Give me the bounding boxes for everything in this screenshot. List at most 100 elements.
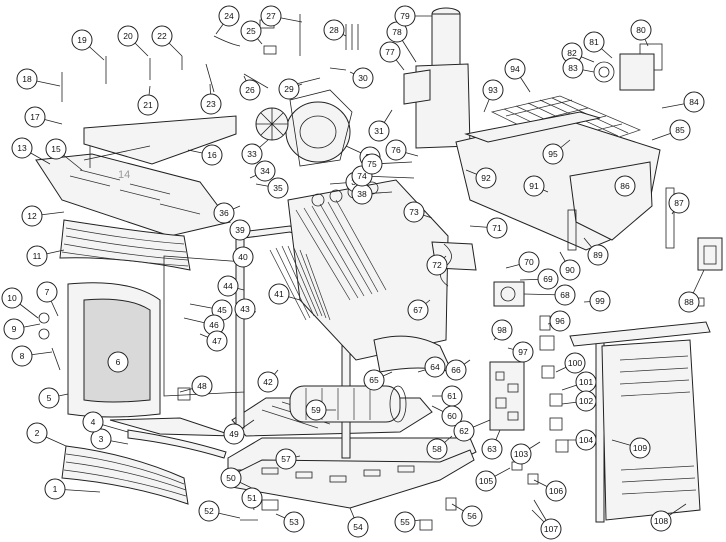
callout-circle-15 (45, 138, 67, 160)
callout-circle-86 (614, 175, 636, 197)
callout-number-100: 100 (568, 358, 582, 368)
callout-circle-102 (575, 390, 597, 412)
callout-40: 40 (232, 246, 254, 268)
callout-18: 18 (16, 68, 38, 90)
callout-number-109: 109 (633, 443, 647, 453)
callout-circle-6 (107, 351, 129, 373)
callout-number-79: 79 (400, 11, 410, 21)
callout-59: 59 (305, 399, 327, 421)
part-drawings (35, 7, 723, 531)
callout-48: 48 (191, 375, 213, 397)
callout-number-60: 60 (447, 411, 457, 421)
callout-33: 33 (241, 143, 263, 165)
callout-circle-108 (650, 510, 672, 532)
callout-number-4: 4 (91, 417, 96, 427)
callout-circle-83 (562, 57, 584, 79)
callout-circle-69 (537, 268, 559, 290)
callout-52: 52 (198, 500, 220, 522)
callout-13: 13 (11, 137, 33, 159)
callout-circle-41 (268, 283, 290, 305)
callout-number-22: 22 (157, 31, 167, 41)
callout-19: 19 (71, 29, 93, 51)
callout-number-95: 95 (548, 149, 558, 159)
callout-22: 22 (151, 25, 173, 47)
callout-67: 67 (407, 299, 429, 321)
callout-number-42: 42 (263, 377, 273, 387)
callout-39: 39 (229, 219, 251, 241)
door-glass (83, 298, 151, 403)
callout-circle-89 (587, 244, 609, 266)
callout-number-61: 61 (447, 391, 457, 401)
callout-10: 10 (1, 287, 23, 309)
callout-number-66: 66 (451, 365, 461, 375)
callout-number-55: 55 (400, 517, 410, 527)
callout-number-49: 49 (229, 429, 239, 439)
callout-number-24: 24 (224, 11, 234, 21)
callout-number-96: 96 (555, 316, 565, 326)
callout-68: 68 (554, 284, 576, 306)
callout-circle-31 (368, 120, 390, 142)
callout-circle-56 (461, 505, 483, 527)
control-board (489, 361, 525, 431)
callout-30: 30 (352, 67, 374, 89)
callout-number-28: 28 (329, 25, 339, 35)
callout-number-82: 82 (567, 48, 577, 58)
callout-number-71: 71 (492, 223, 502, 233)
callout-number-84: 84 (689, 97, 699, 107)
callout-circle-28 (323, 19, 345, 41)
callout-3: 3 (90, 428, 112, 450)
callout-number-7: 7 (45, 287, 50, 297)
callout-circle-100 (564, 352, 586, 374)
callout-circle-81 (583, 31, 605, 53)
callout-circle-9 (3, 318, 25, 340)
callout-90: 90 (559, 259, 581, 281)
callout-number-17: 17 (30, 112, 40, 122)
callout-number-2: 2 (35, 428, 40, 438)
callout-number-53: 53 (289, 517, 299, 527)
callout-70: 70 (518, 251, 540, 273)
callout-11: 11 (26, 245, 48, 267)
callout-82: 82 (561, 42, 583, 64)
callout-number-47: 47 (212, 336, 222, 346)
callout-number-105: 105 (479, 476, 493, 486)
callout-circle-27 (260, 5, 282, 27)
callout-number-88: 88 (684, 297, 694, 307)
callout-circle-76 (385, 139, 407, 161)
callout-65: 65 (363, 369, 385, 391)
callout-number-31: 31 (374, 126, 384, 136)
callout-47: 47 (206, 330, 228, 352)
callout-number-1: 1 (53, 484, 58, 494)
callout-circle-4 (82, 411, 104, 433)
callout-number-56: 56 (467, 511, 477, 521)
top-louver-panel (35, 153, 231, 237)
callout-100: 100 (564, 352, 586, 374)
callout-number-51: 51 (247, 493, 257, 503)
callout-number-54: 54 (353, 522, 363, 532)
callout-circle-61 (441, 385, 463, 407)
callout-35: 35 (267, 177, 289, 199)
callout-circle-48 (191, 375, 213, 397)
callout-circle-29 (278, 78, 300, 100)
callout-64: 64 (424, 356, 446, 378)
callout-58: 58 (426, 438, 448, 460)
callout-number-93: 93 (488, 85, 498, 95)
callout-84: 84 (683, 91, 705, 113)
callout-circle-5 (38, 387, 60, 409)
callout-number-89: 89 (593, 250, 603, 260)
callout-number-102: 102 (579, 396, 593, 406)
callout-circle-22 (151, 25, 173, 47)
callout-1: 1 (44, 478, 66, 500)
callout-circle-36 (213, 202, 235, 224)
callout-103: 103 (510, 443, 532, 465)
callout-circle-90 (559, 259, 581, 281)
callout-83: 83 (562, 57, 584, 79)
bottom-plate-slots (261, 465, 415, 483)
callout-number-75: 75 (367, 159, 377, 169)
callout-6: 6 (107, 351, 129, 373)
callout-8: 8 (11, 345, 33, 367)
callout-53: 53 (283, 511, 305, 533)
callout-circle-66 (445, 359, 467, 381)
callout-circle-67 (407, 299, 429, 321)
callout-circle-95 (542, 143, 564, 165)
